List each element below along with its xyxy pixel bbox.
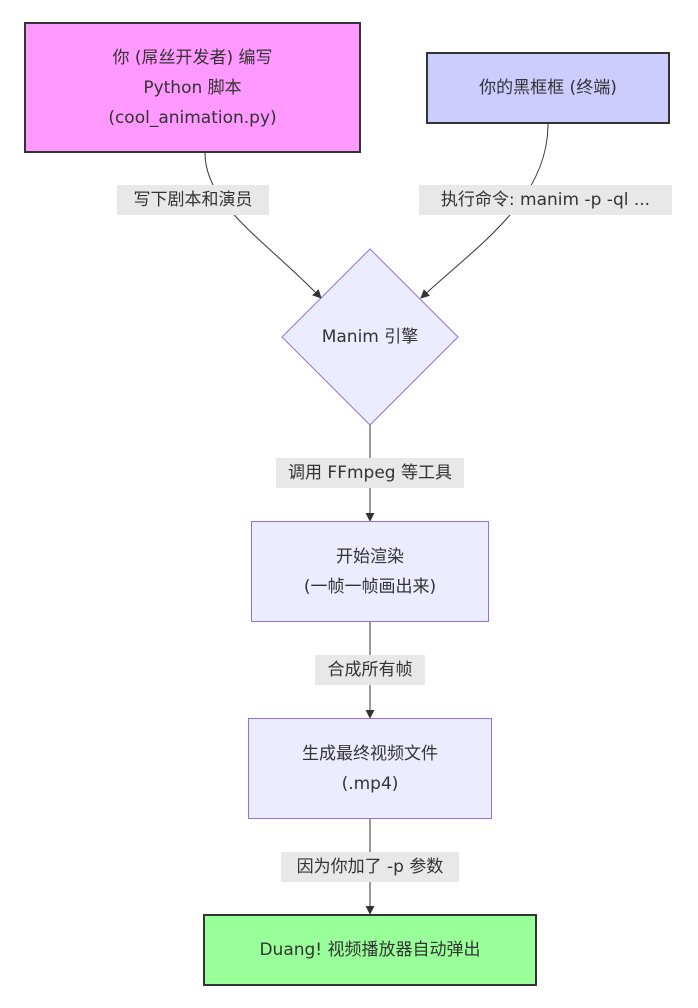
node-output-line-2: (.mp4): [341, 773, 399, 794]
node-write-script-line-1: 你 (屌丝开发者) 编写: [112, 47, 273, 68]
node-terminal: 你的黑框框 (终端): [426, 52, 670, 124]
node-write-script-line-3: (cool_animation.py): [108, 107, 277, 128]
node-write-script: 你 (屌丝开发者) 编写 Python 脚本 (cool_animation.p…: [24, 22, 361, 153]
edge-label-script-to-engine: 写下剧本和演员: [117, 185, 269, 215]
edge-label-output-to-player: 因为你加了 -p 参数: [281, 852, 459, 882]
node-render-line-2: (一帧一帧画出来): [303, 576, 437, 597]
node-render: 开始渲染 (一帧一帧画出来): [251, 521, 489, 622]
node-render-line-1: 开始渲染: [336, 546, 404, 567]
edge-label-render-to-output: 合成所有帧: [315, 655, 425, 685]
node-output: 生成最终视频文件 (.mp4): [248, 718, 492, 819]
edge-terminal-to-engine: [420, 123, 549, 299]
edge-script-to-engine: [204, 152, 322, 299]
node-terminal-line-1: 你的黑框框 (终端): [479, 78, 617, 98]
edge-label-terminal-to-engine: 执行命令: manim -p -ql ...: [419, 185, 672, 215]
node-output-line-1: 生成最终视频文件: [302, 743, 438, 764]
edge-label-engine-to-render: 调用 FFmpeg 等工具: [276, 458, 464, 488]
node-player: Duang! 视频播放器自动弹出: [203, 914, 537, 986]
node-player-line-1: Duang! 视频播放器自动弹出: [259, 940, 481, 960]
node-engine-label: Manim 引擎: [321, 327, 419, 347]
node-write-script-line-2: Python 脚本: [143, 77, 242, 98]
